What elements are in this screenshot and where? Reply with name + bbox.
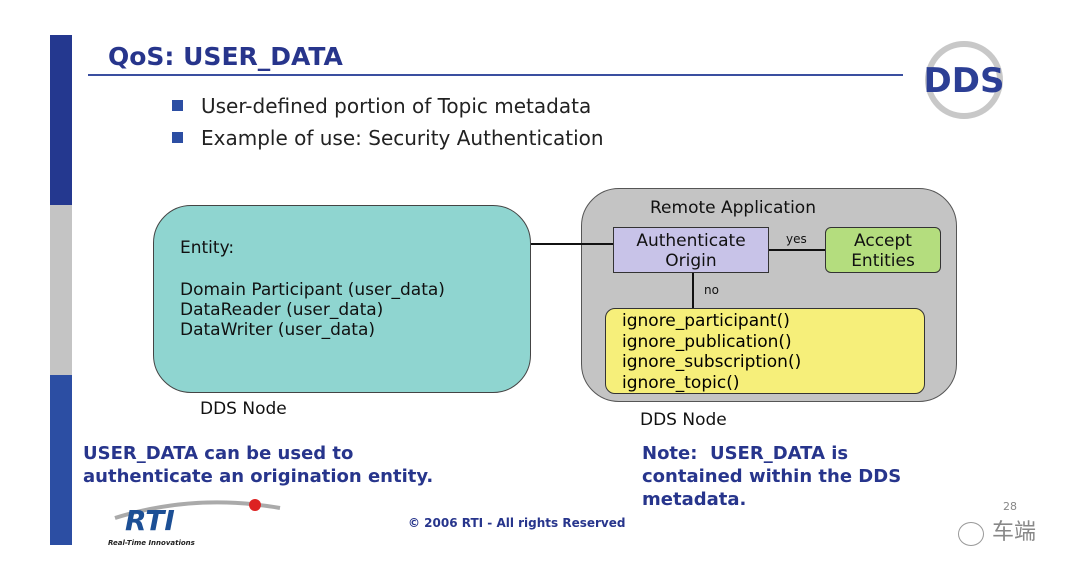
entity-label: Entity:	[180, 238, 235, 258]
note-right: Note: USER_DATA is contained within the …	[642, 443, 902, 510]
remote-node-caption: DDS Node	[640, 410, 727, 430]
side-bar-middle	[50, 205, 72, 375]
bullet-item: User-defined portion of Topic metadata	[172, 94, 591, 118]
remote-app-title: Remote Application	[650, 198, 816, 218]
page-number: 28	[1003, 500, 1017, 513]
copyright: © 2006 RTI - All rights Reserved	[408, 516, 626, 530]
dds-logo-text: DDS	[924, 61, 1005, 101]
entity-item: DataWriter (user_data)	[180, 320, 376, 340]
ignore-call: ignore_participant()	[622, 311, 790, 331]
no-label: no	[704, 283, 719, 297]
yes-label: yes	[786, 232, 807, 246]
watermark: 车端	[992, 520, 1037, 545]
local-node-caption: DDS Node	[200, 399, 287, 419]
note-left: USER_DATA can be used to authenticate an…	[83, 443, 434, 487]
bullet-item: Example of use: Security Authentication	[172, 126, 604, 150]
side-bar-bottom	[50, 375, 72, 545]
authenticate-origin-box: Authenticate Origin	[613, 227, 769, 273]
rti-logo: RTI Real-Time Innovations	[105, 498, 290, 548]
yes-connector	[769, 249, 825, 251]
side-bar-top	[50, 35, 72, 205]
accept-entities-box: Accept Entities	[825, 227, 941, 273]
title-rule	[88, 74, 903, 76]
entity-item: Domain Participant (user_data)	[180, 280, 445, 300]
no-connector	[692, 273, 694, 308]
connector-line	[531, 243, 613, 245]
entity-item: DataReader (user_data)	[180, 300, 384, 320]
ignore-calls-box: ignore_participant() ignore_publication(…	[605, 308, 925, 394]
ignore-call: ignore_publication()	[622, 331, 792, 352]
slide-title: QoS: USER_DATA	[108, 42, 343, 71]
svg-text:Real-Time Innovations: Real-Time Innovations	[108, 539, 195, 547]
local-dds-node	[153, 205, 531, 393]
ignore-call: ignore_subscription()	[622, 352, 802, 372]
wechat-icon	[958, 522, 984, 546]
dds-logo: DDS	[905, 40, 1023, 120]
ignore-call: ignore_topic()	[622, 372, 740, 393]
svg-text:RTI: RTI	[125, 504, 175, 537]
